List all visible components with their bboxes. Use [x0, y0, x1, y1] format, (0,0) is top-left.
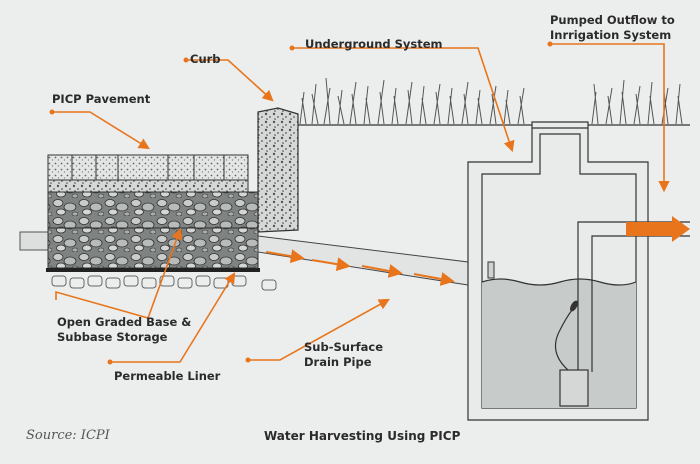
drain-pipe-label-line2: Drain Pipe: [304, 355, 372, 369]
subbase-storage: [47, 227, 259, 269]
figure-caption: Water Harvesting Using PICP: [264, 429, 461, 443]
curb-label: Curb: [190, 52, 221, 66]
pumped-outflow-label-line2: Inrrigation System: [550, 28, 672, 42]
open-graded-label-line2: Subbase Storage: [57, 330, 168, 344]
leader-dots: [49, 41, 553, 365]
outflow-arrow: [626, 216, 690, 242]
float-switch: [570, 300, 578, 312]
grass: [299, 77, 683, 125]
subgrade-pebbles: [51, 275, 277, 291]
open-graded-base: [47, 191, 259, 229]
leader-lines: [52, 43, 670, 363]
drain-pipe-label-line1: Sub-Surface: [304, 340, 383, 354]
float-cord: [554, 309, 573, 371]
source-credit: Source: ICPI: [26, 428, 110, 443]
permeable-liner-label: Permeable Liner: [114, 369, 221, 383]
underground-system-label: Underground System: [305, 37, 443, 51]
picp-pavement-label: PICP Pavement: [52, 92, 151, 106]
flow-arrows: [265, 249, 455, 286]
permeable-liner: [46, 268, 260, 272]
pump: [559, 369, 589, 407]
open-graded-label-line1: Open Graded Base &: [57, 315, 192, 329]
picp-pavers: [47, 154, 249, 181]
curb: [257, 107, 299, 233]
water: [482, 279, 636, 408]
bedding-layer: [47, 179, 249, 193]
pumped-outflow-label-line1: Pumped Outflow to: [550, 13, 675, 27]
left-ground: [19, 231, 49, 251]
